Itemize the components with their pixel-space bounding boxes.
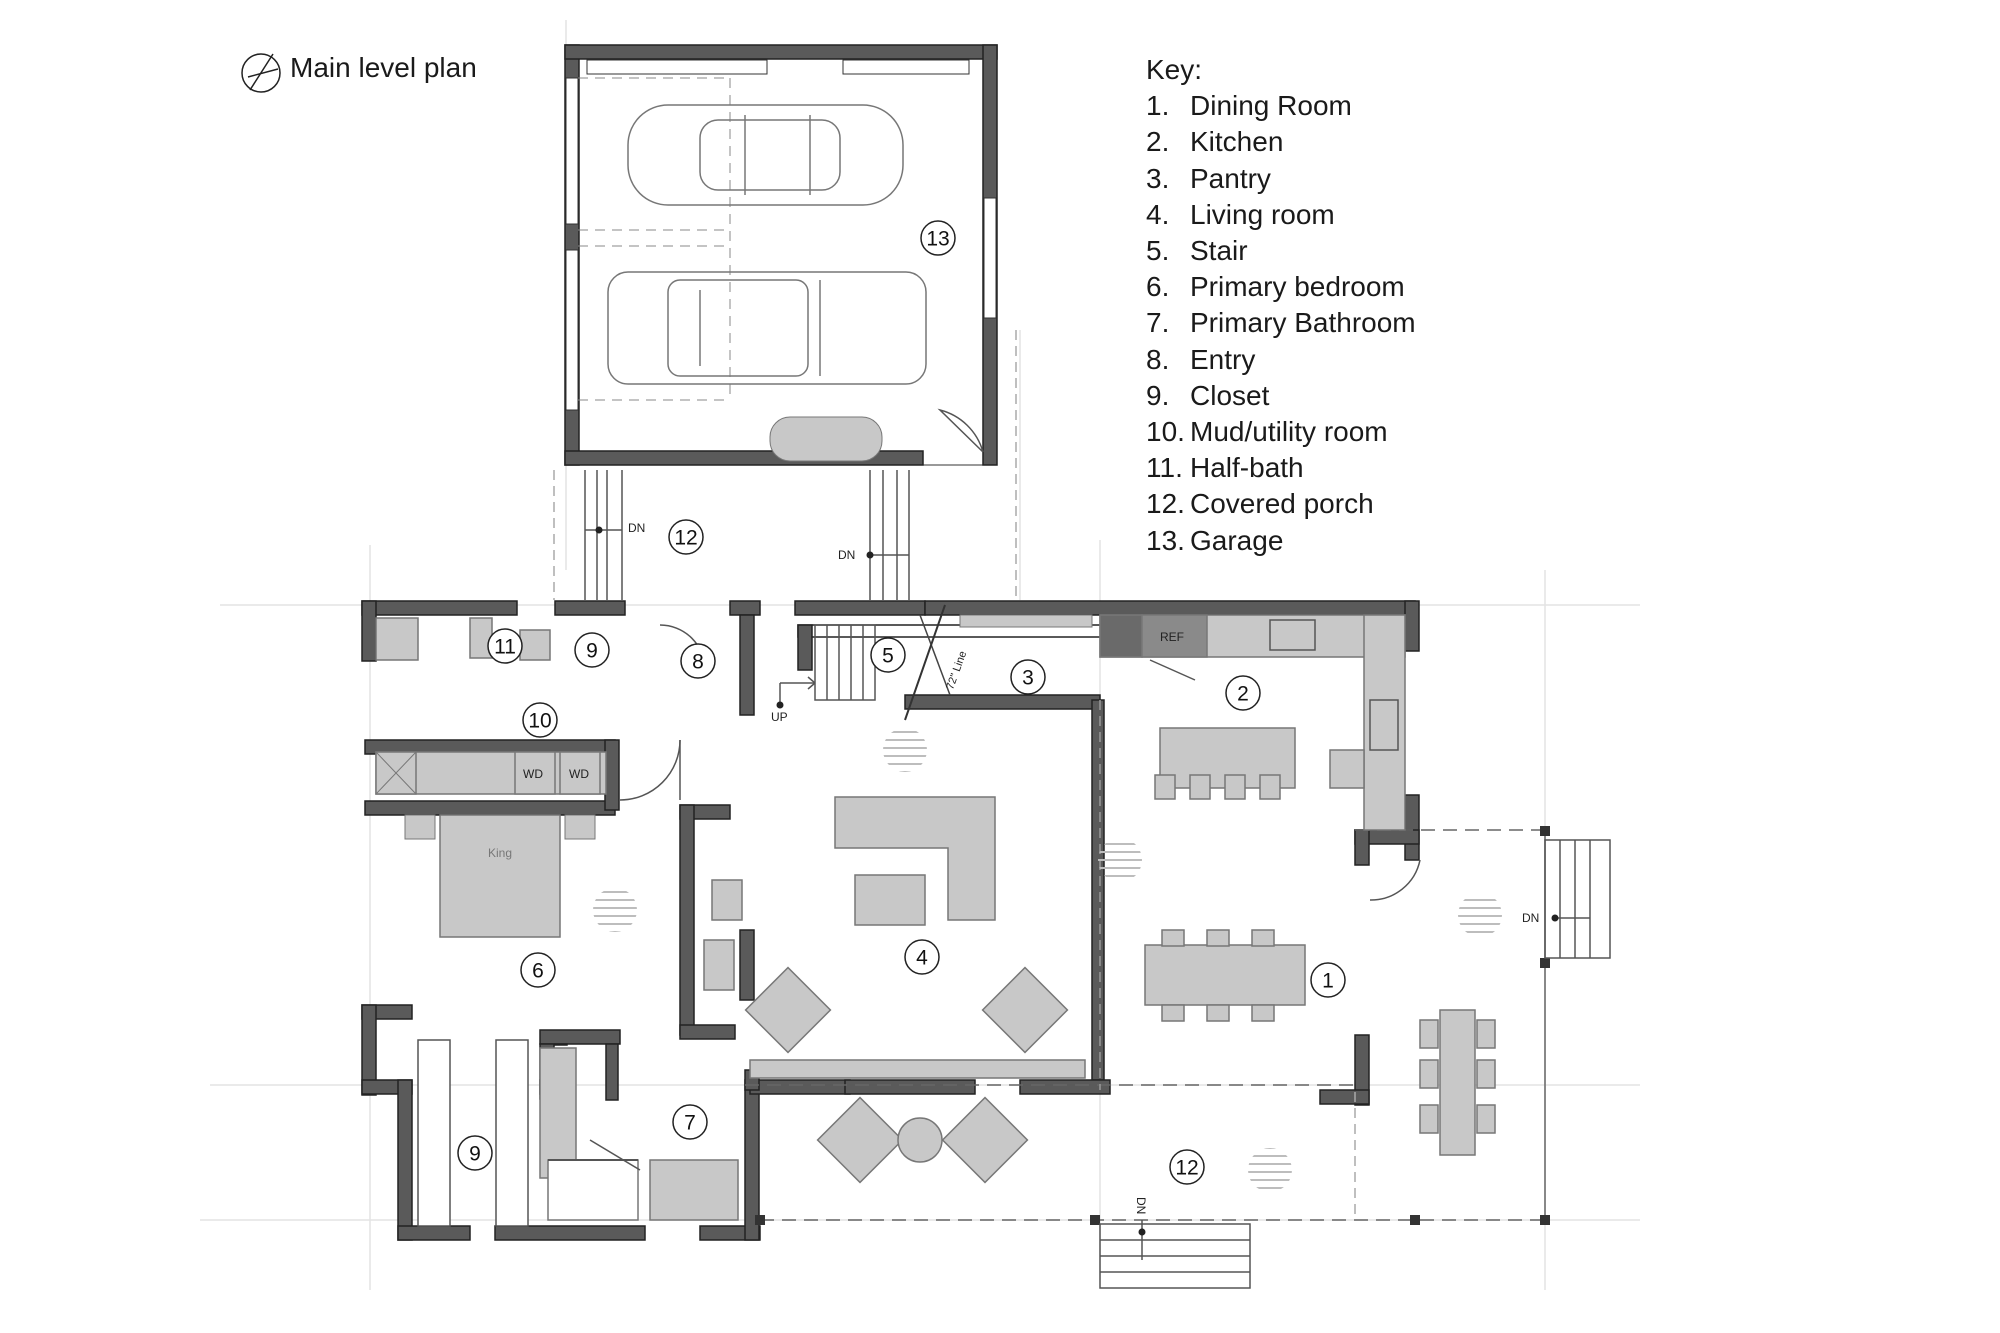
key-item: 4. Living room [1146, 197, 1416, 233]
tag-porch-top: 12 [674, 527, 697, 550]
tag-porch-bottom: 12 [1175, 1157, 1198, 1180]
key-item-number: 12. [1146, 488, 1185, 520]
key-item-label: Kitchen [1190, 126, 1284, 158]
tag-dining: 1 [1322, 970, 1334, 993]
tag-kitchen: 2 [1237, 683, 1249, 706]
plan-title-text: Main level plan [290, 52, 477, 83]
wd-label-1: WD [523, 767, 543, 781]
tag-bathroom: 7 [684, 1112, 696, 1135]
kitchen-counters [1099, 614, 1406, 831]
breezeway-porch [553, 330, 1017, 600]
pickup-truck-icon [607, 271, 927, 385]
key-item-number: 13. [1146, 524, 1185, 556]
key-item: 12.Covered porch [1146, 486, 1416, 522]
wd-label-2: WD [569, 767, 589, 781]
tag-stair: 5 [882, 645, 894, 668]
dn-label-porch-right: DN [838, 548, 855, 562]
dn-label-side-porch: DN [1522, 911, 1539, 925]
key-item-label: Dining Room [1190, 90, 1352, 122]
line-72-label: 72" Line [944, 650, 969, 692]
key-item-number: 3. [1146, 162, 1170, 194]
key-item-label: Half-bath [1190, 452, 1304, 484]
up-label: UP [771, 710, 788, 724]
key-item: 10.Mud/utility room [1146, 414, 1416, 450]
key-item: 3. Pantry [1146, 161, 1416, 197]
king-bed [439, 814, 561, 938]
dn-label-porch-left: DN [628, 521, 645, 535]
key-item-number: 4. [1146, 198, 1170, 230]
key-item-label: Primary Bathroom [1190, 307, 1416, 339]
key-item: 11.Half-bath [1146, 450, 1416, 486]
key-item-label: Entry [1190, 343, 1256, 375]
key-item: 9. Closet [1146, 378, 1416, 414]
ref-label: REF [1160, 630, 1184, 644]
garage [564, 44, 998, 466]
sedan-car-icon [627, 104, 904, 206]
side-porch-steps [1544, 839, 1611, 959]
key-item-number: 9. [1146, 379, 1170, 411]
key-item-number: 10. [1146, 416, 1185, 448]
tag-bedroom: 6 [532, 960, 544, 983]
north-arrow-icon [241, 53, 281, 93]
room-tags [457, 220, 1346, 1185]
key-item-number: 7. [1146, 307, 1170, 339]
house-walls [361, 600, 1420, 1241]
key-item-number: 11. [1146, 452, 1183, 484]
key-item-number: 6. [1146, 271, 1170, 303]
key-item: 5. Stair [1146, 233, 1416, 269]
key-item: 1. Dining Room [1146, 88, 1416, 124]
tag-pantry: 3 [1022, 667, 1034, 690]
king-label: King [488, 846, 512, 860]
key-item: 6. Primary bedroom [1146, 269, 1416, 305]
key-item: 2. Kitchen [1146, 124, 1416, 160]
key-item-number: 1. [1146, 90, 1170, 122]
dn-label-front: DN [1134, 1197, 1148, 1214]
tag-living: 4 [916, 947, 928, 970]
plan-title: Main level plan [242, 52, 477, 84]
key-heading: Key: [1146, 54, 1203, 85]
key-item-label: Closet [1190, 379, 1270, 411]
living-room-furniture [744, 796, 1086, 1079]
key-item-label: Mud/utility room [1190, 416, 1388, 448]
key-item-number: 2. [1146, 126, 1170, 158]
tag-garage: 13 [926, 228, 949, 251]
tag-halfbath: 11 [494, 636, 516, 659]
key-item-label: Living room [1190, 198, 1335, 230]
key-item-number: 5. [1146, 235, 1170, 267]
tag-closet-upper: 9 [586, 640, 598, 663]
key-item: 7. Primary Bathroom [1146, 305, 1416, 341]
key-item-label: Garage [1190, 524, 1284, 556]
key-item-number: 8. [1146, 343, 1170, 375]
key-item-label: Stair [1190, 235, 1248, 267]
front-steps [1099, 1220, 1251, 1289]
key-item-label: Primary bedroom [1190, 271, 1405, 303]
key-item: 13.Garage [1146, 523, 1416, 559]
tag-entry: 8 [692, 651, 704, 674]
key-item-label: Pantry [1190, 162, 1271, 194]
room-key-legend: Key: 1. Dining Room 2. Kitchen 3. Pantry 4. Liv… [1146, 52, 1416, 559]
key-item-label: Covered porch [1190, 488, 1374, 520]
tag-closet-lower: 9 [469, 1143, 481, 1166]
key-item: 8. Entry [1146, 342, 1416, 378]
tag-mud: 10 [528, 710, 551, 733]
